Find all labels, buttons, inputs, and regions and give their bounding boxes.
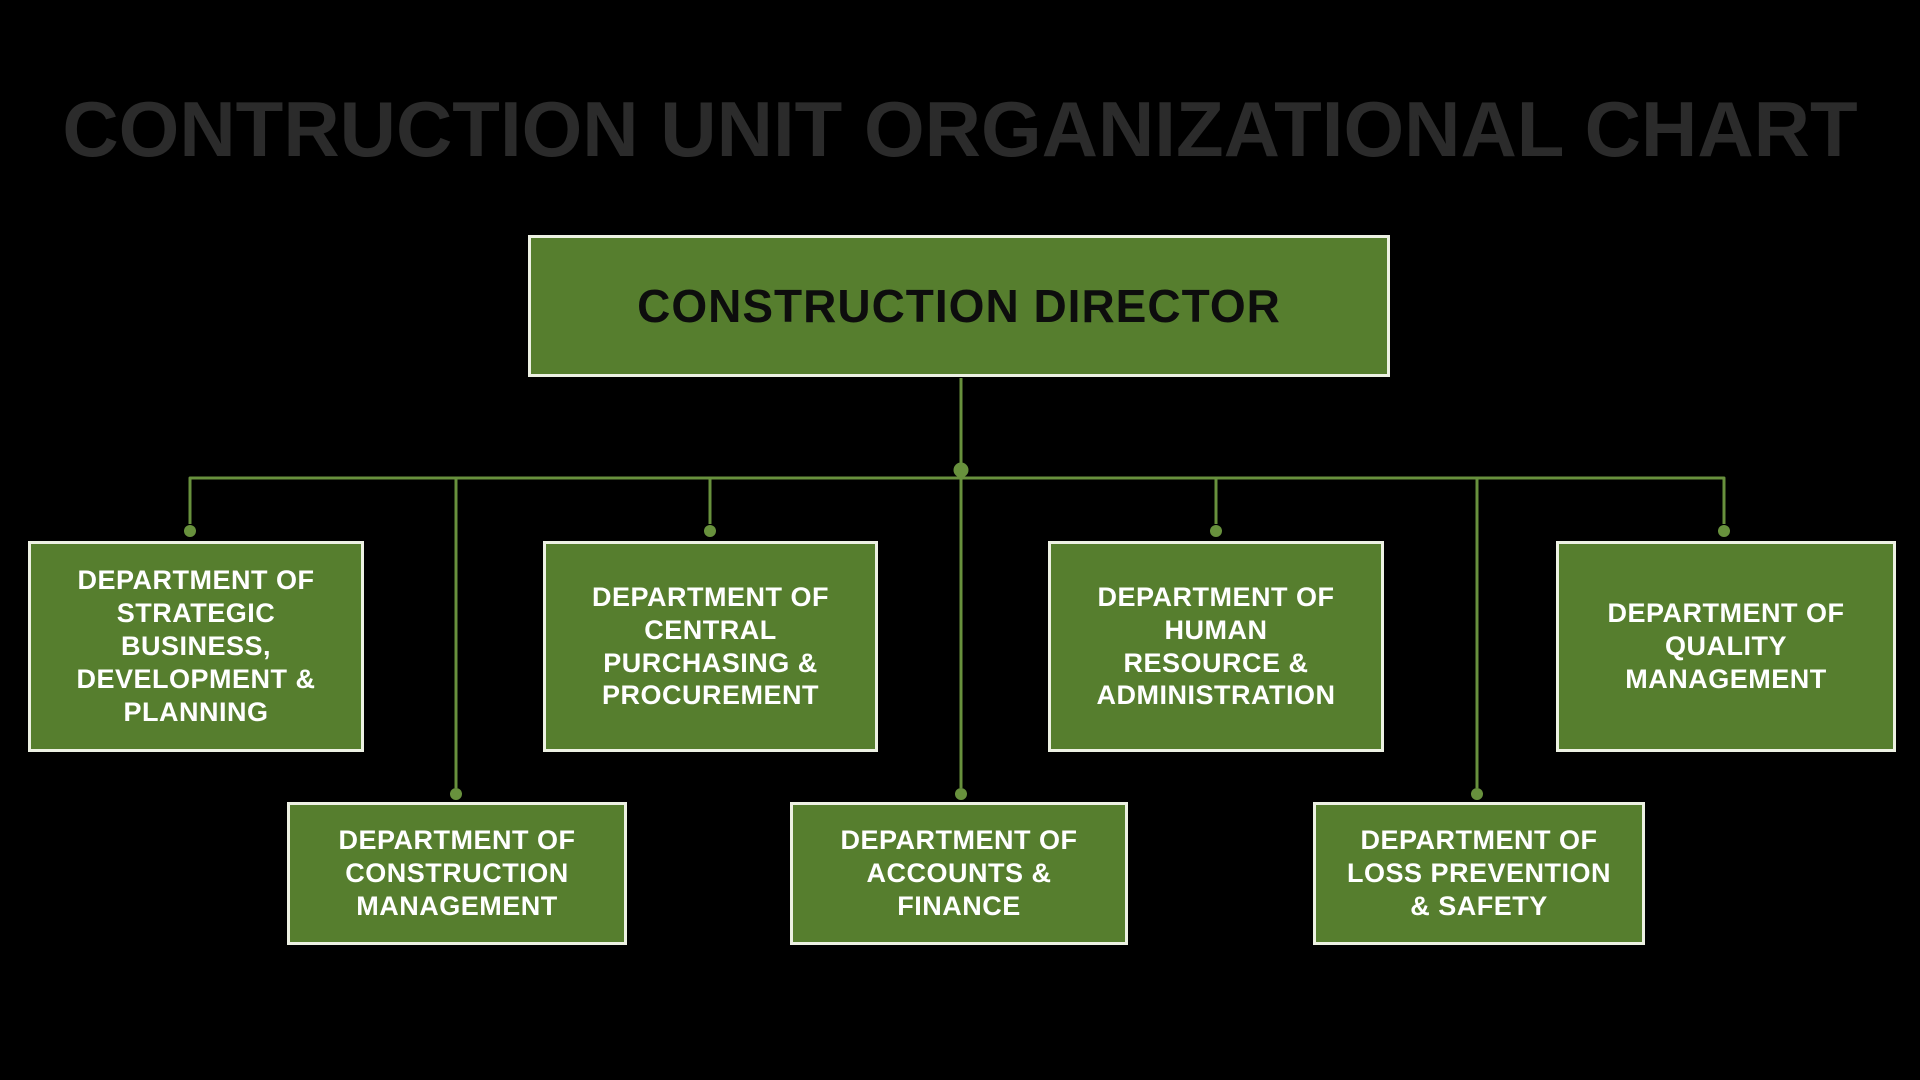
department-box-loss-prevention-safety: DEPARTMENT OF LOSS PREVENTION & SAFETY (1313, 802, 1645, 945)
department-box-construction-management: DEPARTMENT OF CONSTRUCTION MANAGEMENT (287, 802, 627, 945)
connector-rail (188, 476, 1726, 524)
page-title: CONTRUCTION UNIT ORGANIZATIONAL CHART (62, 85, 1858, 173)
department-box-central-purchasing-procurement: DEPARTMENT OF CENTRAL PURCHASING & PROCU… (543, 541, 878, 752)
department-label: DEPARTMENT OF CENTRAL PURCHASING & PROCU… (592, 581, 829, 711)
connector-dot (1718, 525, 1730, 537)
director-box: CONSTRUCTION DIRECTOR (528, 235, 1390, 377)
department-label: DEPARTMENT OF QUALITY MANAGEMENT (1607, 598, 1845, 694)
connector-dot (1210, 525, 1222, 537)
department-box-quality-management: DEPARTMENT OF QUALITY MANAGEMENT (1556, 541, 1896, 752)
connector-dot (450, 788, 462, 800)
department-label: DEPARTMENT OF LOSS PREVENTION & SAFETY (1346, 825, 1612, 921)
department-label: DEPARTMENT OF CONSTRUCTION MANAGEMENT (338, 825, 576, 921)
connector-dot (1471, 788, 1483, 800)
department-box-accounts-finance: DEPARTMENT OF ACCOUNTS & FINANCE (790, 802, 1128, 945)
connector-junction-dot (953, 462, 969, 478)
department-label: DEPARTMENT OF ACCOUNTS & FINANCE (840, 825, 1078, 921)
department-box-strategic-business-development-planning: DEPARTMENT OF STRATEGIC BUSINESS, DEVELO… (28, 541, 364, 752)
director-label: CONSTRUCTION DIRECTOR (637, 280, 1281, 332)
connector-dot (704, 525, 716, 537)
department-label: DEPARTMENT OF STRATEGIC BUSINESS, DEVELO… (76, 565, 316, 727)
connector-dot (955, 788, 967, 800)
department-box-human-resource-administration: DEPARTMENT OF HUMAN RESOURCE & ADMINISTR… (1048, 541, 1384, 752)
connector-dot (184, 525, 196, 537)
department-label: DEPARTMENT OF HUMAN RESOURCE & ADMINISTR… (1096, 581, 1336, 711)
